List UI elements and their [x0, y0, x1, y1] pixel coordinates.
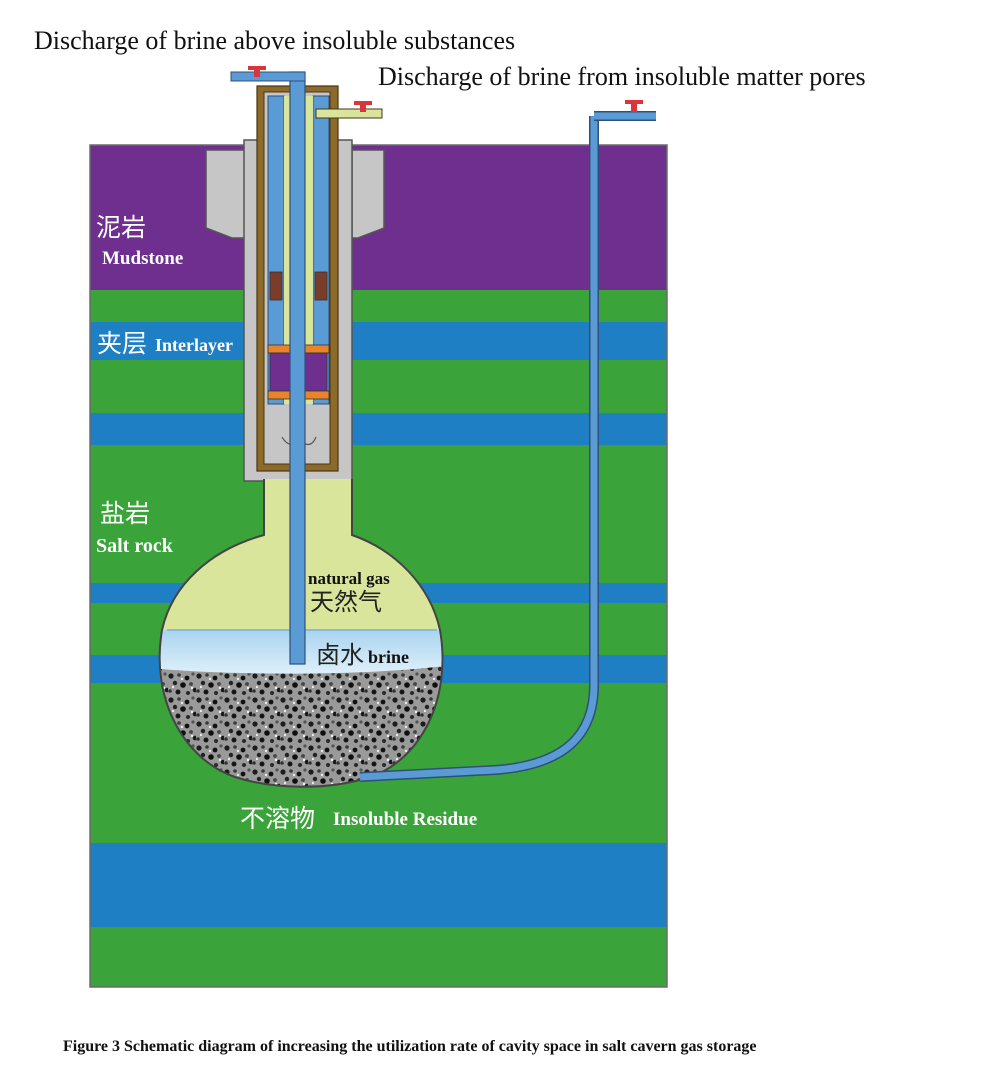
valve-icon: [625, 100, 643, 112]
seal-element: [314, 271, 328, 301]
valve-icon: [248, 66, 266, 77]
interlayer-band: [90, 322, 667, 360]
outlet-pores-label: Discharge of brine from insoluble matter…: [378, 62, 866, 91]
saltrock-label-en: Salt rock: [96, 535, 173, 557]
outlet-above-label: Discharge of brine above insoluble subst…: [34, 26, 516, 55]
mudstone-label-cn: 泥岩: [96, 213, 147, 242]
insoluble-residue: [159, 664, 443, 787]
cement-block-right: [351, 149, 385, 239]
gas-label-cn: 天然气: [310, 588, 382, 616]
brine-label-en: brine: [368, 647, 410, 667]
interlayer-label-cn: 夹层: [97, 329, 148, 358]
cavern-outline: [158, 479, 444, 788]
saltrock-label-cn: 盐岩: [100, 499, 151, 528]
valve-icon: [354, 101, 372, 112]
residue-label-cn: 不溶物: [240, 804, 316, 833]
figure-caption: Figure 3 Schematic diagram of increasing…: [63, 1038, 757, 1055]
interlayer-band: [90, 843, 667, 927]
cement-block-left: [205, 149, 250, 239]
outlet-pipe: [315, 108, 383, 119]
interlayer-label-en: Interlayer: [155, 335, 233, 355]
outlet-pipe: [230, 71, 306, 82]
mudstone-label-en: Mudstone: [102, 248, 184, 269]
interlayer-band: [90, 413, 667, 445]
brine-label-cn: 卤水: [316, 641, 364, 669]
residue-label-en: Insoluble Residue: [333, 809, 478, 830]
seal-element: [269, 271, 283, 301]
central-brine-tubing: [289, 71, 306, 665]
gas-label-en: natural gas: [308, 569, 390, 588]
